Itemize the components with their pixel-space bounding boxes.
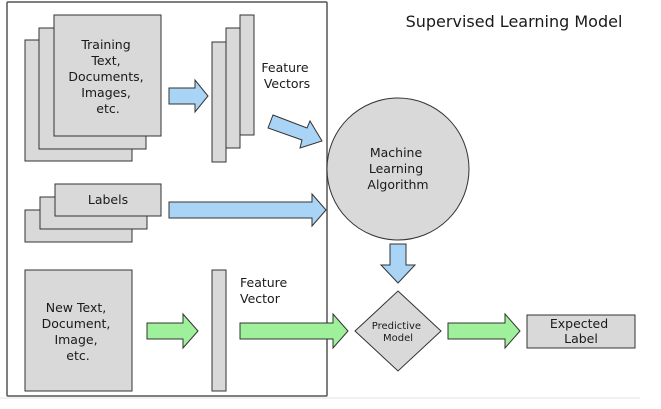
arrow-features-to-algorithm [267,114,323,149]
training-documents-label: Training Text, Documents, Images, etc. [68,37,147,116]
predictive-model-diamond [354,290,442,372]
input-frame [6,1,328,397]
training-documents-stack: Training Text, Documents, Images, etc. [24,14,162,162]
diagram-title: Supervised Learning Model [406,12,623,31]
arrow-vector-to-model [239,312,349,350]
ml-algorithm-label: Machine Learning Algorithm [367,145,428,192]
arrow-training-to-features [168,78,209,114]
arrow-model-to-label [447,312,521,350]
feature-vectors-label: Feature Vectors [261,60,312,91]
arrow-input-to-vector [146,312,199,350]
feature-vectors-stack [211,14,255,163]
expected-label-box [526,314,636,349]
new-input-label: New Text, Document, Image, etc. [42,300,115,363]
expected-label-text: Expected Label [550,316,612,346]
new-input-document: New Text, Document, Image, etc. [24,269,133,392]
labels-stack: Labels [24,183,162,243]
predictive-model-label: Predictive Model [372,321,424,344]
feature-vector-bar [211,269,227,392]
labels-text: Labels [88,192,128,207]
arrow-labels-to-algorithm [168,192,327,228]
feature-vector-label: Feature Vector [240,275,291,306]
arrow-algorithm-to-model [379,243,417,284]
ml-algorithm-circle [326,97,470,241]
